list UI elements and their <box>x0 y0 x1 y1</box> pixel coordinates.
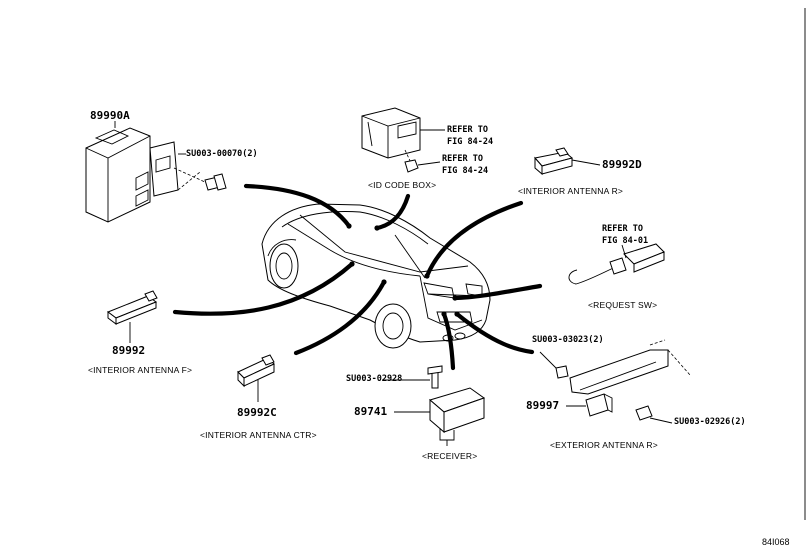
ecu-bolt-code: SU003-00070(2) <box>186 149 258 159</box>
receiver-part <box>382 365 486 446</box>
interior-antenna-r-caption: <INTERIOR ANTENNA R> <box>518 186 624 196</box>
interior-antenna-ctr-part <box>237 354 275 402</box>
receiver-caption: <RECEIVER> <box>422 451 478 461</box>
id-box-nut-reference: REFER TO FIG 84-24 <box>442 154 489 176</box>
receiver-bolt-code: SU003-02928 <box>346 374 403 384</box>
figure-id: 84I068 <box>762 537 790 547</box>
request-switch-part <box>568 243 665 285</box>
interior-antenna-f-part-number: 89992 <box>112 344 146 357</box>
receiver-part-number: 89741 <box>354 405 388 418</box>
vehicle-illustration <box>261 203 491 349</box>
id-code-box-caption: <ID CODE BOX> <box>368 180 437 190</box>
location-leaders <box>172 183 543 371</box>
interior-antenna-f-part <box>106 290 158 343</box>
interior-antenna-ctr-part-number: 89992C <box>237 406 277 419</box>
exterior-antenna-part-number: 89997 <box>526 399 560 412</box>
interior-antenna-r-part <box>534 147 601 176</box>
exterior-antenna-part <box>539 339 691 424</box>
id-box-bracket-reference: REFER TO FIG 84-24 <box>447 125 494 147</box>
exterior-bolt-code: SU003-02926(2) <box>674 417 746 427</box>
ecu-bolt-icon <box>204 173 227 191</box>
interior-antenna-r-part-number: 89992D <box>602 158 642 171</box>
request-switch-caption: <REQUEST SW> <box>588 300 658 310</box>
exterior-nut-code: SU003-03023(2) <box>532 335 604 345</box>
interior-antenna-ctr-caption: <INTERIOR ANTENNA CTR> <box>200 430 317 440</box>
exterior-antenna-r-caption: <EXTERIOR ANTENNA R> <box>550 440 658 450</box>
request-switch-reference: REFER TO FIG 84-01 <box>602 224 649 246</box>
interior-antenna-f-caption: <INTERIOR ANTENNA F> <box>88 365 193 375</box>
smart-ecu-part <box>85 121 206 223</box>
id-code-box-part <box>361 107 445 173</box>
smart-ecu-part-number: 89990A <box>90 109 130 122</box>
